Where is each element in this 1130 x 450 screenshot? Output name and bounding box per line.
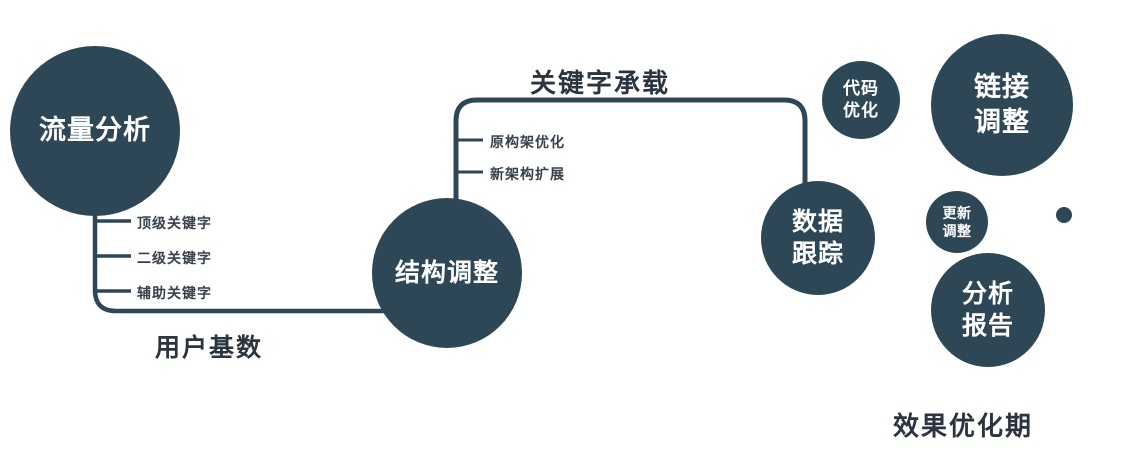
node-update-adjustment-line2: 调整 [942, 223, 972, 239]
branch-label-new-framework-expansion: 新架构扩展 [490, 166, 565, 182]
node-link-adjustment-line2: 调整 [974, 107, 1030, 137]
node-traffic-analysis: 流量分析 [10, 46, 180, 216]
node-structure-adjustment-label: 结构调整 [394, 258, 499, 287]
branch-label-auxiliary-keywords: 辅助关键字 [137, 285, 212, 301]
edge-label-keyword-load: 关键字承载 [530, 68, 671, 98]
node-data-tracking-line2: 跟踪 [791, 240, 844, 268]
node-link-adjustment: 链接 调整 [931, 34, 1073, 176]
node-analysis-report-line2: 报告 [961, 312, 1014, 340]
node-data-tracking-line1: 数据 [791, 207, 844, 236]
node-update-adjustment: 更新 调整 [926, 191, 988, 253]
edge-label-user-base: 用户基数 [155, 334, 264, 362]
branch-label-secondary-keywords: 二级关键字 [137, 250, 212, 266]
branch-label-top-keywords: 顶级关键字 [137, 215, 212, 231]
node-update-adjustment-line1: 更新 [942, 204, 972, 221]
node-code-optimization-line2: 优化 [843, 101, 879, 120]
node-structure-adjustment: 结构调整 [372, 198, 522, 348]
node-analysis-report: 分析 报告 [931, 253, 1045, 367]
footer-label-effect-optimization: 效果优化期 [893, 411, 1034, 441]
node-code-optimization: 代码 优化 [822, 61, 900, 139]
node-link-adjustment-line1: 链接 [974, 71, 1030, 102]
node-traffic-analysis-label: 流量分析 [39, 115, 151, 146]
node-code-optimization-line1: 代码 [843, 78, 879, 98]
branch-label-original-framework-optimization: 原构架优化 [490, 134, 565, 150]
node-data-tracking: 数据 跟踪 [761, 181, 875, 295]
dot-marker [1056, 207, 1072, 223]
node-analysis-report-line1: 分析 [961, 279, 1014, 308]
